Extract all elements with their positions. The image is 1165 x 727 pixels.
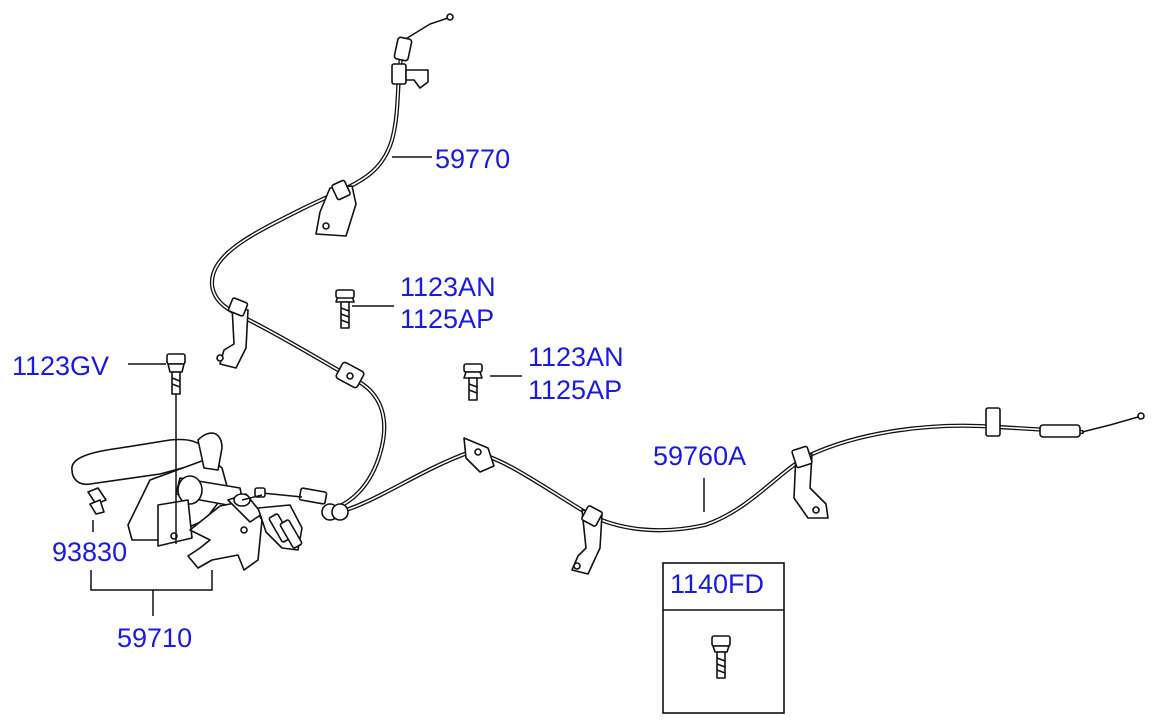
label-93830: 93830 [52,537,127,567]
cable-59760a [331,407,1145,575]
inset-box-1140fd [662,562,785,714]
label-1140fd: 1140FD [670,569,764,599]
label-1123an-mid: 1123AN [528,342,624,372]
label-1125ap-mid: 1125AP [528,375,622,405]
inset-bolt-icon [711,635,731,679]
parking-lever-assembly [71,432,303,571]
label-1125ap-upper: 1125AP [400,304,494,334]
label-1123gv: 1123GV [12,351,109,381]
label-1123an-upper: 1123AN [400,272,496,302]
clip-93830 [87,487,107,515]
cable-59770 [209,13,454,521]
label-59710: 59710 [117,623,192,653]
bolt-upper [335,289,355,329]
leader-lines [90,156,705,616]
bolt-lever [166,353,186,395]
bolt-middle [463,363,483,401]
label-59770: 59770 [435,144,510,174]
label-59760a: 59760A [653,441,746,471]
